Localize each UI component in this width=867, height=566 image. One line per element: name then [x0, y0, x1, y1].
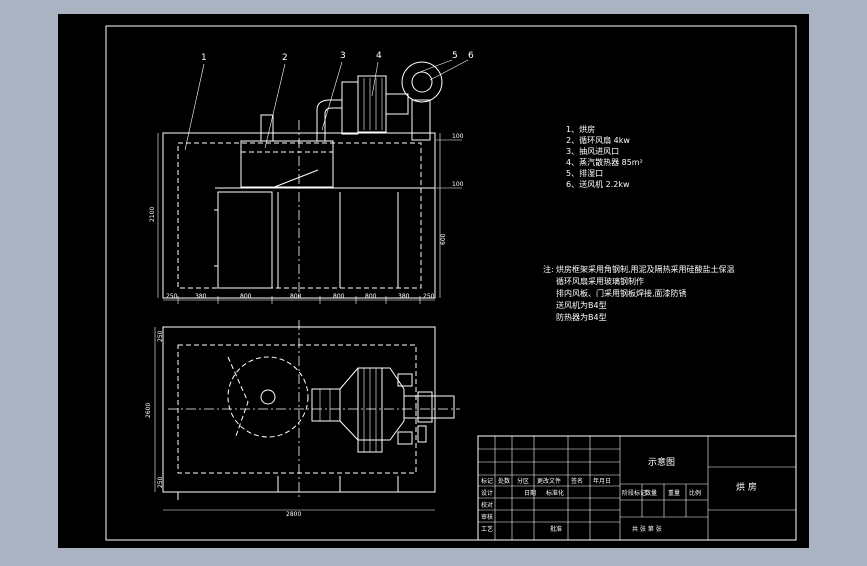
tb-header-count: 处数	[498, 477, 510, 485]
tb-design-standard: 标准化	[546, 489, 564, 497]
note-line-2: 循环风扇采用玻璃钢制作	[556, 276, 644, 286]
dim-right-side: 600	[440, 233, 447, 245]
tb-header-mark: 标记	[481, 477, 493, 485]
plan-side-box	[417, 425, 427, 443]
callout-5: 5	[452, 51, 458, 61]
elevation-door	[217, 191, 273, 289]
dim-bottom-2: 380	[195, 293, 207, 300]
tb-drawing-name: 示意图	[648, 456, 675, 468]
plan-fan-guide	[227, 356, 249, 437]
dim-plan-left-total: 2600	[145, 403, 152, 418]
legend-item-6: 6、送风机 2.2kw	[566, 179, 630, 189]
note-line-5: 防热器为B4型	[556, 312, 607, 322]
callout-leader-2	[264, 63, 286, 149]
callout-3: 3	[340, 51, 346, 61]
tb-role-design: 设计	[481, 489, 493, 497]
dim-bottom-7: 380	[398, 293, 410, 300]
plan-outlet	[403, 395, 455, 419]
callout-leader-5	[419, 59, 453, 73]
dim-right-mid: 100	[452, 181, 464, 188]
component-legend: 1、烘房 2、循环风扇 4kw 3、抽风进风口 4、蒸汽散热器 85m² 5、排…	[566, 124, 643, 189]
callout-1: 1	[201, 53, 207, 63]
plan-outlet-inner	[417, 391, 433, 423]
tb-header-change: 更改文件	[537, 477, 561, 485]
tb-header-date: 年月日	[593, 477, 611, 485]
dim-bottom-1: 250	[166, 293, 178, 300]
tb-sheet-info: 共 张 第 张	[632, 525, 662, 533]
tb-project-name: 烘 房	[736, 481, 757, 493]
technical-notes: 注: 烘房框架采用角钢制,用泥及隔热采用硅酸盐土保温 循环风扇采用玻璃钢制作 排…	[543, 264, 735, 322]
blower-outer	[401, 61, 443, 103]
legend-item-1: 1、烘房	[566, 124, 595, 134]
dim-plan-left-bottom: 250	[157, 476, 164, 488]
tb-stage-mark: 阶段标记	[622, 489, 646, 497]
tb-stage-qty: 数量	[645, 489, 657, 497]
elevation-view: 250 380 800 800 800 800 380 250 2100 100…	[149, 51, 474, 304]
dim-bottom-5: 800	[333, 293, 345, 300]
tb-design-date: 日期	[524, 489, 536, 497]
legend-item-5: 5、排湿口	[566, 168, 603, 178]
dim-plan-width: 2800	[286, 511, 301, 518]
elevation-inner-dashed	[177, 142, 422, 289]
callout-leader-1	[184, 63, 205, 151]
callout-leader-6	[429, 59, 469, 81]
title-block: 标记 处数 分区 更改文件 签名 年月日 设计 校对 审核 工艺 日期 标准化 …	[477, 435, 797, 541]
blower-inner	[411, 71, 433, 93]
dim-bottom-8: 250	[423, 293, 435, 300]
dim-right-top: 100	[452, 133, 464, 140]
callout-leader-3	[321, 61, 343, 131]
notes-title: 注:	[543, 264, 554, 274]
legend-item-3: 3、抽风进风口	[566, 146, 619, 156]
dim-plan-left-top: 250	[157, 330, 164, 342]
exhaust-stack	[260, 114, 274, 142]
dim-height-left: 2100	[149, 207, 156, 222]
circulation-fan-housing	[240, 140, 334, 188]
callout-4: 4	[376, 51, 382, 61]
blower-stand	[411, 99, 431, 141]
plan-view: 2800 2600 250 250	[145, 320, 460, 518]
callout-leader-4	[371, 61, 379, 97]
dim-bottom-4: 800	[290, 293, 302, 300]
title-block-frame	[477, 435, 797, 541]
plan-fan-hub	[260, 389, 276, 405]
callout-6: 6	[468, 51, 474, 61]
drawing-border	[105, 25, 797, 541]
air-duct	[316, 99, 342, 141]
tb-approve: 批准	[550, 525, 562, 533]
dim-bottom-3: 800	[240, 293, 252, 300]
blower-connector	[385, 93, 409, 115]
dim-bottom-6: 800	[365, 293, 377, 300]
note-line-3: 排内风板、门采用钢板焊接,面漆防锈	[556, 288, 687, 298]
plan-vent-top	[397, 373, 413, 387]
internal-baffle	[271, 169, 319, 189]
legend-item-4: 4、蒸汽散热器 85m²	[566, 157, 643, 167]
note-line-4: 送风机为B4型	[556, 300, 607, 310]
tb-role-process: 工艺	[481, 525, 493, 533]
tb-role-check: 校对	[481, 501, 493, 509]
drawing-sheet	[58, 14, 809, 548]
plan-vent-bottom	[397, 431, 413, 445]
tb-stage-scale: 比例	[689, 489, 701, 497]
tb-header-sign: 签名	[571, 477, 583, 485]
plan-fan-circle	[227, 356, 309, 438]
legend-item-2: 2、循环风扇 4kw	[566, 135, 630, 145]
tb-header-zone: 分区	[517, 477, 529, 485]
tb-stage-weight: 重量	[668, 489, 680, 497]
note-line-1: 烘房框架采用角钢制,用泥及隔热采用硅酸盐土保温	[556, 264, 735, 274]
tb-role-review: 审核	[481, 513, 493, 521]
callout-2: 2	[282, 53, 288, 63]
